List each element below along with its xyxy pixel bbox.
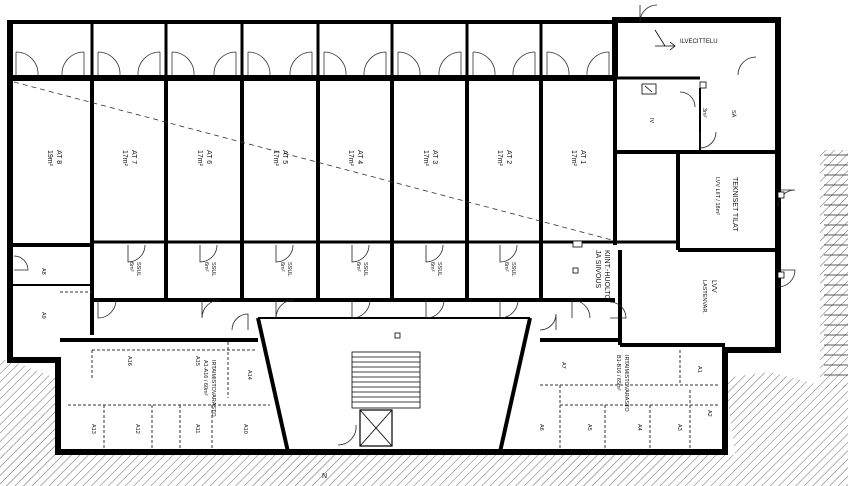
sauna-area: 6m² — [203, 262, 209, 272]
north-mark: N — [322, 473, 327, 480]
balcony-glazing — [8, 20, 617, 78]
unit-area: 17m² — [496, 150, 503, 167]
bay-label: A7 — [560, 362, 566, 369]
exterior-steps — [824, 154, 848, 376]
unit-label: AT 4 — [356, 150, 363, 164]
bay-label: A14 — [246, 370, 252, 380]
storage-right-sub: B1-B16 / 65m² — [615, 355, 621, 391]
bay-label: A9 — [40, 312, 46, 319]
cleaning-room-sub: JA SIIVOUS — [594, 250, 601, 288]
unit-area: 17m² — [347, 150, 354, 167]
sauna-area: 6m² — [279, 262, 285, 272]
bay-label: A6 — [538, 424, 544, 431]
bay-label: A4 — [636, 424, 642, 431]
ventilation-arrows — [654, 29, 676, 51]
storage-left-sub: A1-A16 / 60m² — [202, 360, 208, 396]
sauna-area: 6m² — [429, 262, 435, 272]
sauna-label: SSUL — [135, 262, 141, 276]
sauna-label: SSUL — [362, 262, 368, 276]
cleaning-room-label: KIINT.-HUOLTO — [603, 250, 610, 300]
technical-room-label: TEKNISET TILAT — [731, 177, 738, 232]
storage-left-label: IRTAIMISTOVARASTO — [210, 360, 216, 417]
unit-label: AT 3 — [431, 150, 438, 164]
bay-label: A15 — [194, 356, 200, 366]
sauna-label: SSUL — [286, 262, 292, 276]
bay-label: A5 — [586, 424, 592, 431]
bay-label: A2 — [706, 410, 712, 417]
right-rooms — [615, 76, 778, 347]
small-room-area: 3m² — [701, 108, 707, 118]
stairwell — [351, 351, 421, 447]
interior-doors — [13, 4, 796, 446]
unit-area: 17m² — [422, 150, 429, 167]
bay-label: A16 — [126, 356, 132, 366]
bay-label: A12 — [134, 424, 140, 434]
sauna-area: 6m² — [128, 262, 134, 272]
aux-label-sa: SÄ — [730, 110, 737, 118]
unit-area: 17m² — [121, 150, 128, 167]
bay-label: A10 — [242, 424, 248, 434]
section-line — [13, 81, 613, 241]
ventilation-room-label: ILVECITTELU — [680, 39, 718, 45]
sauna-label: SSUL — [210, 262, 216, 276]
unit-label: AT 8 — [55, 150, 62, 164]
aux-label-iv: IV — [648, 118, 654, 124]
storage-right-label: IRTAIMISTOVARASTO — [623, 355, 629, 412]
bay-label: A13 — [90, 424, 96, 434]
unit-area: 17m² — [196, 150, 203, 167]
bay-label: A8 — [40, 268, 46, 275]
bay-label: A3 — [676, 424, 682, 431]
sauna-row-walls — [10, 242, 615, 302]
unit-area: 17m² — [272, 150, 279, 167]
balcony-doors — [15, 51, 610, 76]
fixture-symbols — [394, 81, 785, 339]
unit-area: 17m² — [570, 150, 577, 167]
technical-room-sub: LVV LIIT / 18m² — [714, 177, 720, 215]
unit-area: 19m² — [46, 150, 53, 167]
sauna-area: 6m² — [355, 262, 361, 272]
sauna-label: SSUL — [510, 262, 516, 276]
sauna-area: 6m² — [503, 262, 509, 272]
outer-walls — [7, 17, 781, 455]
boiler-room-label: LVV — [710, 280, 717, 293]
bay-label: A1 — [696, 366, 702, 373]
boiler-room-sub: LASTENVAR. — [701, 280, 707, 314]
unit-label: AT 6 — [205, 150, 212, 164]
sauna-label: SSUL — [436, 262, 442, 276]
unit-label: AT 2 — [505, 150, 512, 164]
bay-label: A11 — [194, 424, 200, 433]
unit-label: AT 5 — [281, 150, 288, 164]
ground-hatching — [0, 150, 848, 486]
storage-partitions — [60, 291, 720, 448]
corridor-walls — [60, 300, 620, 453]
unit-label: AT 1 — [579, 150, 586, 164]
unit-label: AT 7 — [130, 150, 137, 164]
